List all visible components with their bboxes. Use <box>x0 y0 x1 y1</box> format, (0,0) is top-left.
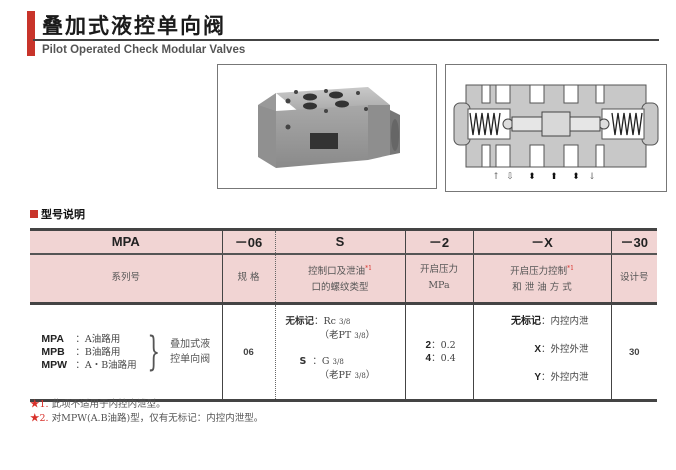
page-title: 叠加式液控单向阀 <box>42 14 226 38</box>
thread-values: 无标记：Rc 3/8 （老PT 3/8） S ：G 3/8 （老PF 3/8） <box>274 303 406 402</box>
square-bullet-icon <box>30 210 38 218</box>
valve-photo-icon <box>258 87 400 168</box>
control-values: 无标记：内控内泄 X：外控外泄 Y：外控内泄 <box>472 303 612 402</box>
size-value: 06 <box>221 303 276 402</box>
svg-text:⬆: ⬆ <box>550 172 558 182</box>
brace-icon: } <box>147 329 160 375</box>
svg-text:⬍: ⬍ <box>572 172 580 182</box>
series-item: MPA：A油路用 <box>41 332 121 345</box>
design-value: 30 <box>610 303 657 402</box>
code-size: －06 <box>221 228 276 255</box>
code-design: －30 <box>610 228 657 255</box>
title-accent-bar <box>27 11 35 56</box>
desc-series: 系列号 <box>30 253 223 305</box>
page-subtitle: Pilot Operated Check Modular Valves <box>42 44 246 56</box>
svg-text:⇩: ⇩ <box>506 172 514 182</box>
desc-size: 规 格 <box>221 253 276 305</box>
footnote-1: ★1. 此项不适用于内控内泄型。 <box>30 399 166 410</box>
svg-text:↓: ↓ <box>588 172 596 182</box>
svg-text:↑: ↑ <box>492 172 500 182</box>
table-code-row: MPA －06 S －2 －X －30 <box>30 228 657 255</box>
series-item: MPW：A・B油路用 <box>41 358 137 371</box>
desc-design: 设计号 <box>610 253 657 305</box>
svg-text:⬍: ⬍ <box>528 172 536 182</box>
code-control: －X <box>472 228 612 255</box>
valve-section-icon: ↑ ⇩ ⬍ ⬆ ⬍ ↓ <box>453 84 659 182</box>
table-description-row: 系列号 规 格 控制口及泄油*1 口的螺纹类型 开启压力 MPa 开启压力控制*… <box>30 253 657 305</box>
section-title: 型号说明 <box>41 208 85 221</box>
title-divider <box>33 39 659 41</box>
code-thread: S <box>274 228 406 255</box>
desc-thread: 控制口及泄油*1 口的螺纹类型 <box>274 253 406 305</box>
desc-pressure: 开启压力 MPa <box>404 253 474 305</box>
series-name: 叠加式液 控单向阀 <box>170 339 211 365</box>
section-heading: 型号说明 <box>30 206 85 222</box>
desc-control: 开启压力控制*1 和 泄 油 方 式 <box>472 253 612 305</box>
product-photo <box>217 64 437 189</box>
code-pressure: －2 <box>404 228 474 255</box>
footnote-marker: *1 <box>365 264 372 272</box>
footnote-marker: *1 <box>567 264 574 272</box>
model-code-table: MPA －06 S －2 －X －30 系列号 规 格 控制口及泄油*1 口的螺… <box>30 228 657 402</box>
series-values: MPA：A油路用 MPB：B油路用 MPW：A・B油路用 } 叠加式液 控单向阀 <box>30 303 223 402</box>
series-item: MPB：B油路用 <box>41 345 121 358</box>
table-values-row: MPA：A油路用 MPB：B油路用 MPW：A・B油路用 } 叠加式液 控单向阀… <box>30 303 657 402</box>
pressure-values: 2：0.2 4：0.4 <box>404 303 474 402</box>
footnotes: ★1. 此项不适用于内控内泄型。 ★2. 对MPW(A.B油路)型，仅有无标记：… <box>30 398 263 426</box>
code-series: MPA <box>30 228 223 255</box>
section-diagram: ↑ ⇩ ⬍ ⬆ ⬍ ↓ <box>445 64 667 192</box>
footnote-2: ★2. 对MPW(A.B油路)型，仅有无标记：内控内泄型。 <box>30 413 264 424</box>
